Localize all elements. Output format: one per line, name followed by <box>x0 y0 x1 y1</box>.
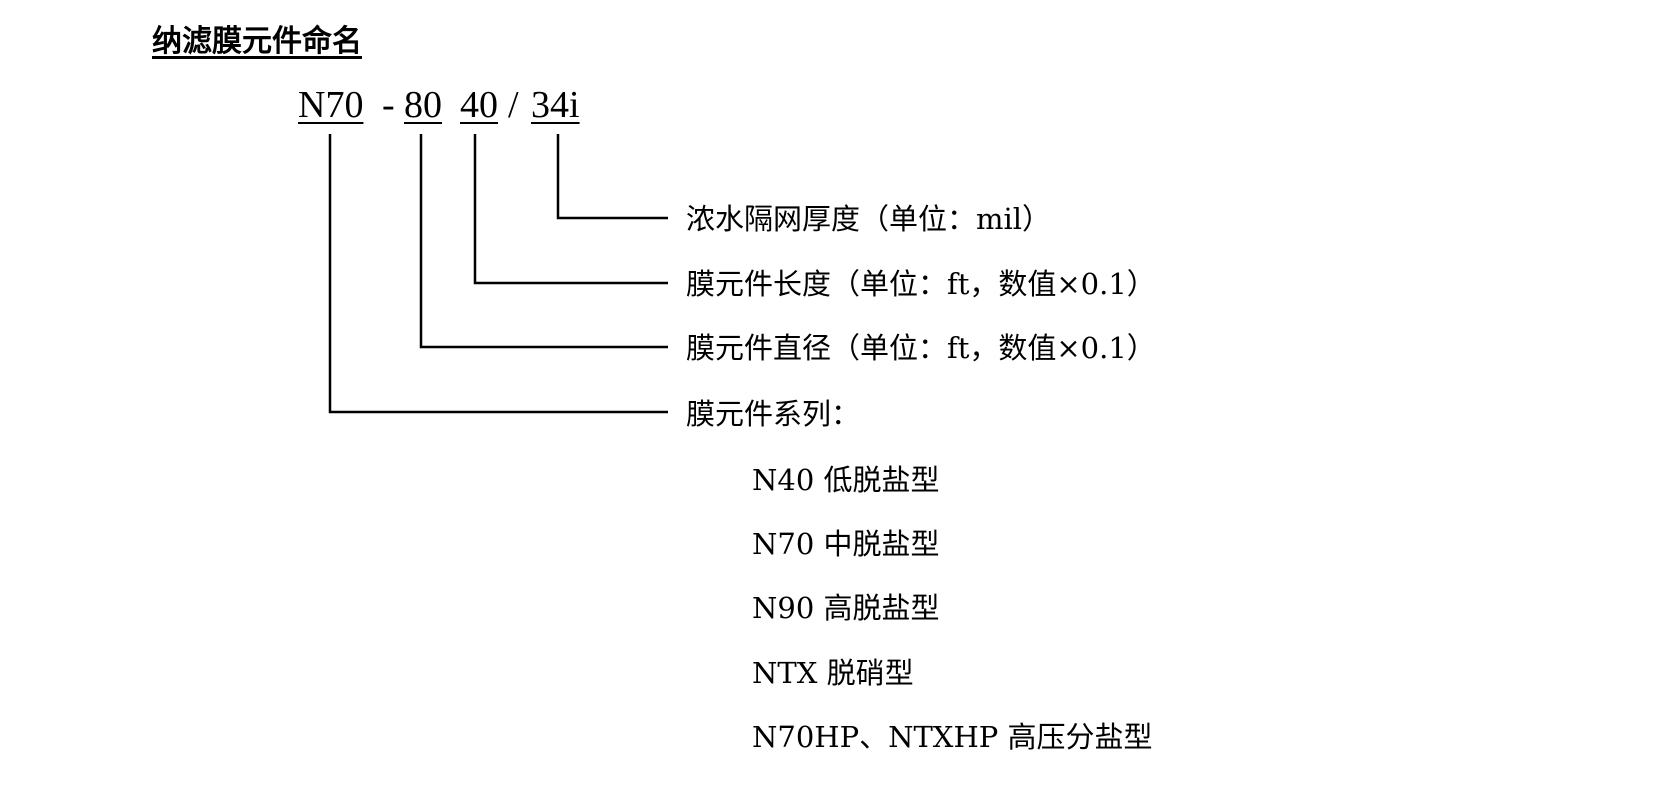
code-hyphen: - <box>382 84 395 126</box>
element-series-description: 膜元件系列： <box>686 397 861 431</box>
element-diameter-description: 膜元件直径（单位：ft，数值×0.1） <box>686 331 1156 365</box>
connector-spacer <box>556 134 668 220</box>
series-item-ntx: NTX 脱硝型 <box>752 656 914 690</box>
series-item-n90: N90 高脱盐型 <box>752 591 940 625</box>
diagram-title: 纳滤膜元件命名 <box>152 24 362 59</box>
code-series-segment: N70 <box>298 84 364 126</box>
connector-series <box>328 134 668 414</box>
code-diameter-segment: 80 <box>404 84 442 126</box>
code-slash: / <box>508 84 519 126</box>
spacer-thickness-description: 浓水隔网厚度（单位：mil） <box>686 202 1052 236</box>
code-spacer-segment: 34i <box>531 84 580 126</box>
series-item-hp: N70HP、NTXHP 高压分盐型 <box>752 720 1153 754</box>
connector-diameter <box>419 134 668 349</box>
element-length-description: 膜元件长度（单位：ft，数值×0.1） <box>686 267 1156 301</box>
series-item-n70: N70 中脱盐型 <box>752 527 940 561</box>
code-length-segment: 40 <box>460 84 498 126</box>
series-item-n40: N40 低脱盐型 <box>752 463 940 497</box>
connector-length <box>473 134 668 285</box>
